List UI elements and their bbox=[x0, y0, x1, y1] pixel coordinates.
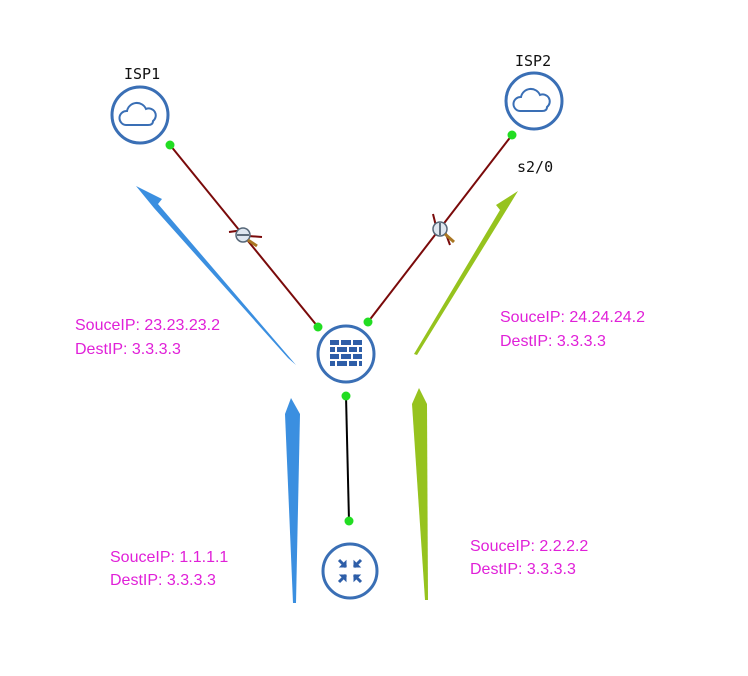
firewall-device[interactable] bbox=[316, 324, 376, 384]
isp2-label: ISP2 bbox=[515, 52, 551, 70]
port-router bbox=[344, 516, 354, 526]
arrow-outbound-isp1 bbox=[136, 186, 296, 365]
isp1-device[interactable] bbox=[110, 85, 170, 145]
arrow-outbound-isp2 bbox=[414, 191, 518, 355]
router-icon bbox=[337, 558, 363, 584]
flow-dest-text: DestIP: 3.3.3.3 bbox=[110, 572, 216, 589]
flow-source-text: SouceIP: 23.23.23.2 bbox=[75, 317, 220, 334]
link-firewall-router bbox=[345, 395, 350, 522]
isp2-device[interactable] bbox=[504, 71, 564, 131]
cloud-icon bbox=[118, 101, 157, 126]
flow-source-text: SouceIP: 2.2.2.2 bbox=[470, 538, 588, 555]
arrow-inbound-green bbox=[412, 388, 428, 600]
interface-label: s2/0 bbox=[517, 158, 553, 176]
port-isp2 bbox=[507, 130, 517, 140]
cloud-icon bbox=[512, 87, 551, 112]
flow-source-text: SouceIP: 1.1.1.1 bbox=[110, 549, 228, 566]
flow-dest-text: DestIP: 3.3.3.3 bbox=[470, 561, 576, 578]
port-firewall-isp2 bbox=[363, 317, 373, 327]
firewall-icon bbox=[330, 340, 362, 366]
flow-dest-text: DestIP: 3.3.3.3 bbox=[500, 333, 606, 350]
port-firewall-lan bbox=[341, 391, 351, 401]
port-firewall-isp1 bbox=[313, 322, 323, 332]
isp1-label: ISP1 bbox=[124, 65, 160, 83]
flow-dest-text: DestIP: 3.3.3.3 bbox=[75, 341, 181, 358]
port-isp1 bbox=[165, 140, 175, 150]
arrow-inbound-blue bbox=[285, 398, 300, 603]
magnifier-icon[interactable] bbox=[432, 221, 455, 244]
magnifier-icon[interactable] bbox=[235, 227, 258, 248]
flow-source-text: SouceIP: 24.24.24.2 bbox=[500, 309, 645, 326]
router-device[interactable] bbox=[321, 542, 379, 600]
